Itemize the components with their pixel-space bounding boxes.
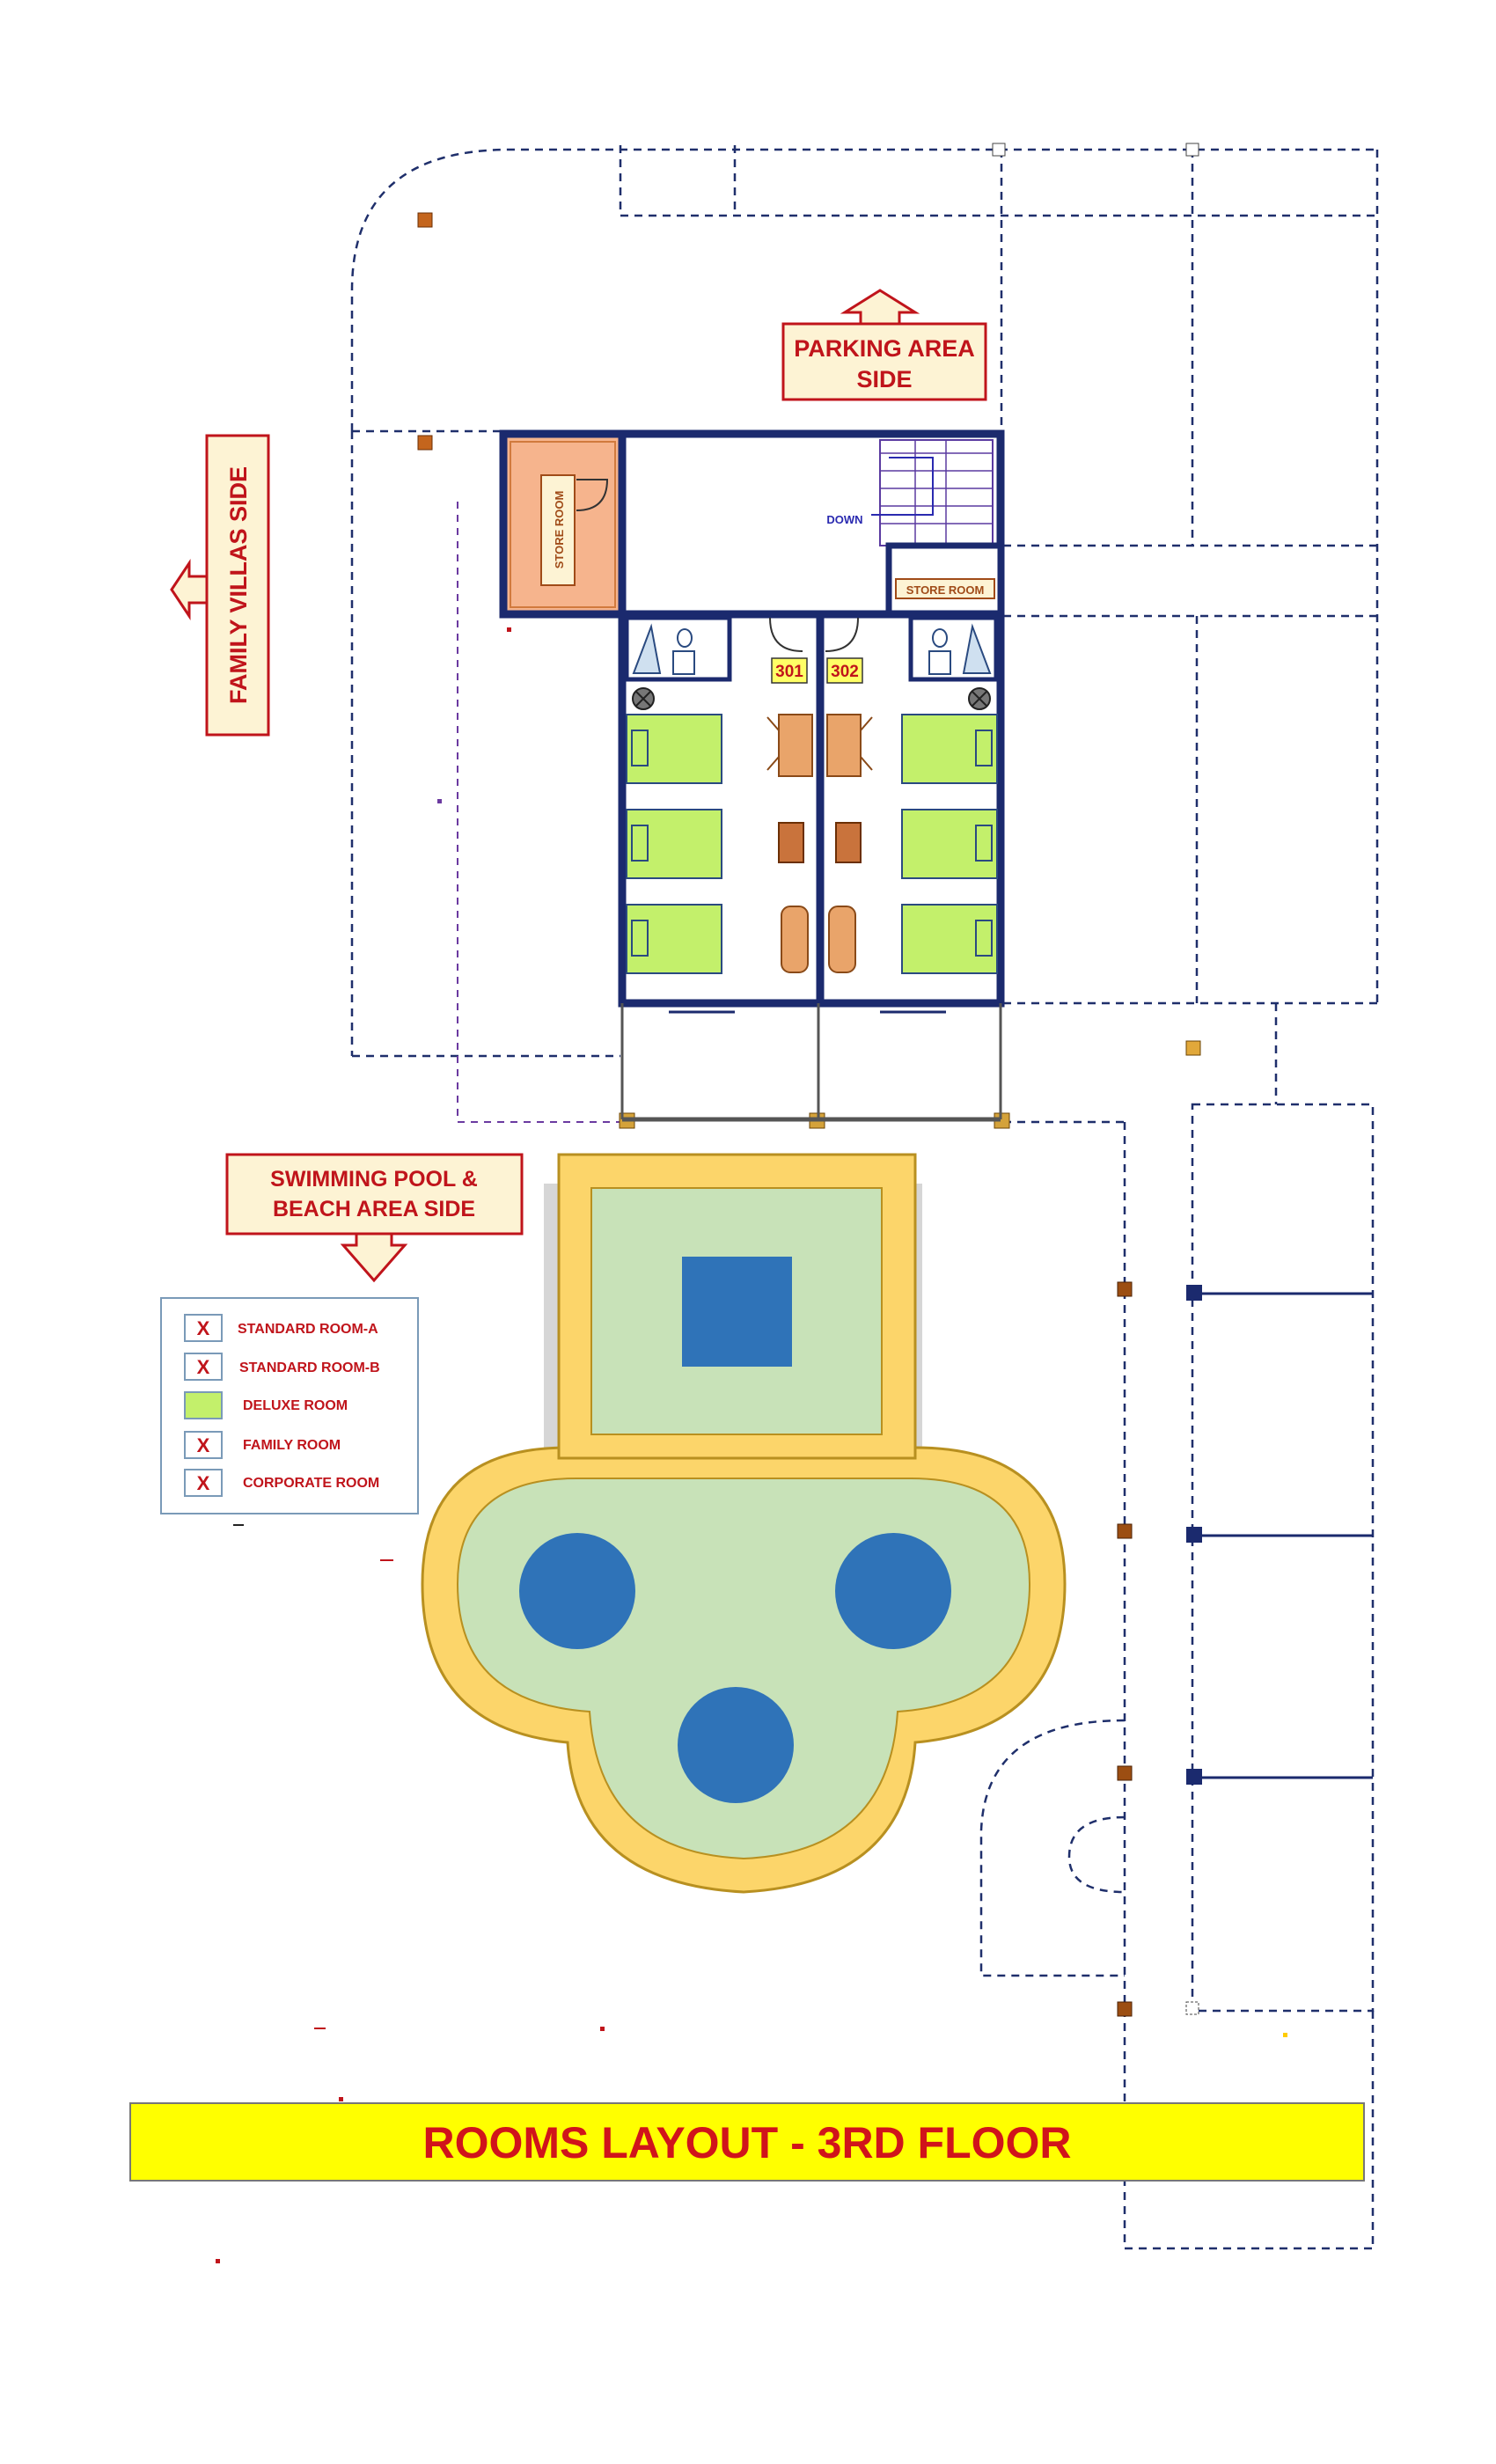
pool-direction-label: SWIMMING POOL & BEACH AREA SIDE <box>225 1153 524 1283</box>
legend-marker: X <box>197 1434 210 1456</box>
parking-direction-label: PARKING AREA SIDE <box>781 289 987 401</box>
legend-label: STANDARD ROOM-B <box>239 1360 380 1375</box>
furniture <box>766 714 873 973</box>
legend-marker: X <box>197 1472 210 1494</box>
villas-direction-label: FAMILY VILLAS SIDE <box>170 434 270 737</box>
legend-label: FAMILY ROOM <box>243 1438 341 1453</box>
legend-item: DELUXE ROOM <box>184 1391 348 1419</box>
swimming-pool <box>421 1153 1067 1894</box>
store-room-right-label: STORE ROOM <box>906 583 985 597</box>
legend-item: X STANDARD ROOM-B <box>184 1353 380 1381</box>
title-banner: ROOMS LAYOUT - 3RD FLOOR <box>129 2102 1365 2182</box>
legend-marker: X <box>197 1356 210 1378</box>
staircase <box>871 439 994 546</box>
legend-item: X STANDARD ROOM-A <box>184 1314 378 1342</box>
site-outline <box>350 145 1379 2250</box>
parking-label-line2: SIDE <box>856 366 912 392</box>
column-markers <box>417 143 1202 2017</box>
villas-label: FAMILY VILLAS SIDE <box>225 466 252 704</box>
legend-item: X FAMILY ROOM <box>184 1431 341 1459</box>
legend-item: X CORPORATE ROOM <box>184 1469 379 1497</box>
stair-label: DOWN <box>826 513 862 526</box>
stray-marks <box>216 627 1287 2263</box>
pool-label-line1: SWIMMING POOL & <box>270 1167 478 1192</box>
legend: X STANDARD ROOM-A X STANDARD ROOM-B DELU… <box>160 1297 419 1514</box>
pool-label-line2: BEACH AREA SIDE <box>273 1197 475 1221</box>
building <box>499 429 1005 1122</box>
beds <box>626 714 998 974</box>
legend-label: STANDARD ROOM-A <box>238 1322 378 1337</box>
room-302-label: 302 <box>831 663 859 681</box>
legend-label: CORPORATE ROOM <box>243 1476 379 1491</box>
store-room-left-label: STORE ROOM <box>553 491 566 569</box>
page-title: ROOMS LAYOUT - 3RD FLOOR <box>422 2118 1071 2167</box>
parking-label-line1: PARKING AREA <box>794 335 975 362</box>
room-301-label: 301 <box>775 663 803 681</box>
legend-marker: X <box>197 1317 210 1339</box>
legend-label: DELUXE ROOM <box>243 1398 348 1413</box>
